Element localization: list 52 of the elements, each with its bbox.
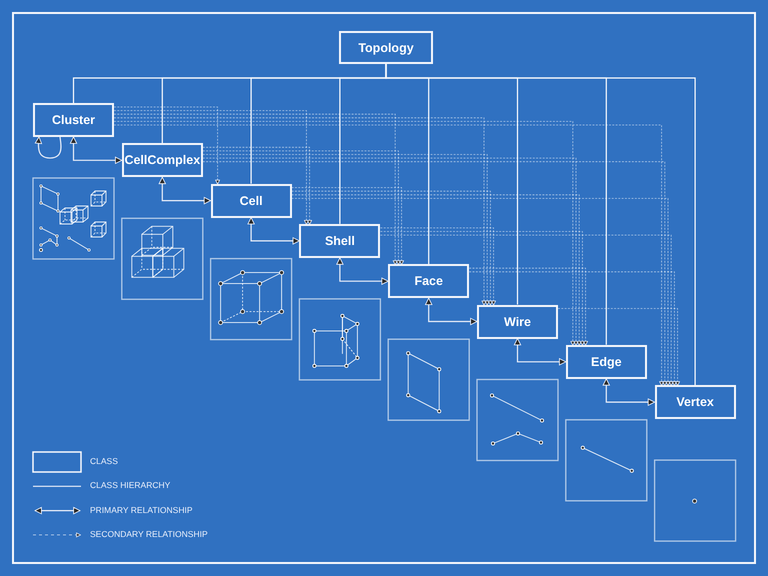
primary-relationship-arrow [425,298,478,326]
secondary-relationship-arrow [114,124,664,386]
secondary-relationship-arrow [202,161,668,386]
legend-label: PRIMARY RELATIONSHIP [90,504,192,515]
secondary-relationship-arrow [291,194,582,346]
secondary-relationship-arrow [558,308,680,386]
secondary-relationship-arrow [291,190,493,306]
secondary-relationship-arrow [202,150,401,266]
class-name: Vertex [676,395,714,410]
class-box [210,184,292,218]
secondary-relationship-arrow [380,234,674,386]
primary-relationship-arrow [70,136,122,164]
secondary-relationship-arrow [380,228,496,306]
hierarchy-line [385,64,696,386]
primary-relationship-arrow [602,378,655,406]
class-name: CellComplex [124,153,200,168]
secondary-relationship-arrow [468,271,677,386]
class-box [122,143,203,178]
primary-relationship-arrow [514,338,566,366]
class-name: Cell [240,194,263,208]
secondary-relationship-arrow [114,117,486,306]
class-name: Shell [324,234,355,248]
secondary-relationship-arrow [114,121,576,346]
secondary-relationship-arrow [468,268,588,346]
legend-label: CLASS [90,456,118,466]
legend-label: SECONDARY RELATIONSHIP [90,528,208,539]
primary-relationship-arrow [34,136,62,159]
primary-relationship-arrow [336,258,389,285]
class-name: Edge [591,354,622,369]
class-name: Cluster [52,113,96,127]
secondary-relationship-arrow [202,154,490,306]
primary-relationship-arrow [158,176,211,204]
class-name: Face [414,274,443,288]
legend-label: CLASS HIERARCHY [90,480,170,490]
class-box [477,304,558,338]
primary-relationship-arrow [248,217,300,244]
secondary-relationship-arrow [114,114,398,266]
class-box [566,344,647,379]
class-name: Topology [358,40,414,54]
secondary-relationship-arrow [291,187,404,266]
secondary-relationship-arrow [202,158,578,346]
secondary-relationship-arrow [202,146,312,225]
class-box [299,224,380,258]
class-box [33,103,114,137]
class-name: Wire [504,314,531,328]
secondary-relationship-arrow [380,231,585,346]
secondary-relationship-arrow [114,106,220,184]
class-box [388,264,470,298]
class-box [654,385,736,420]
secondary-relationship-arrow [114,110,309,225]
class-box [339,31,433,64]
secondary-relationship-arrow [291,198,670,386]
